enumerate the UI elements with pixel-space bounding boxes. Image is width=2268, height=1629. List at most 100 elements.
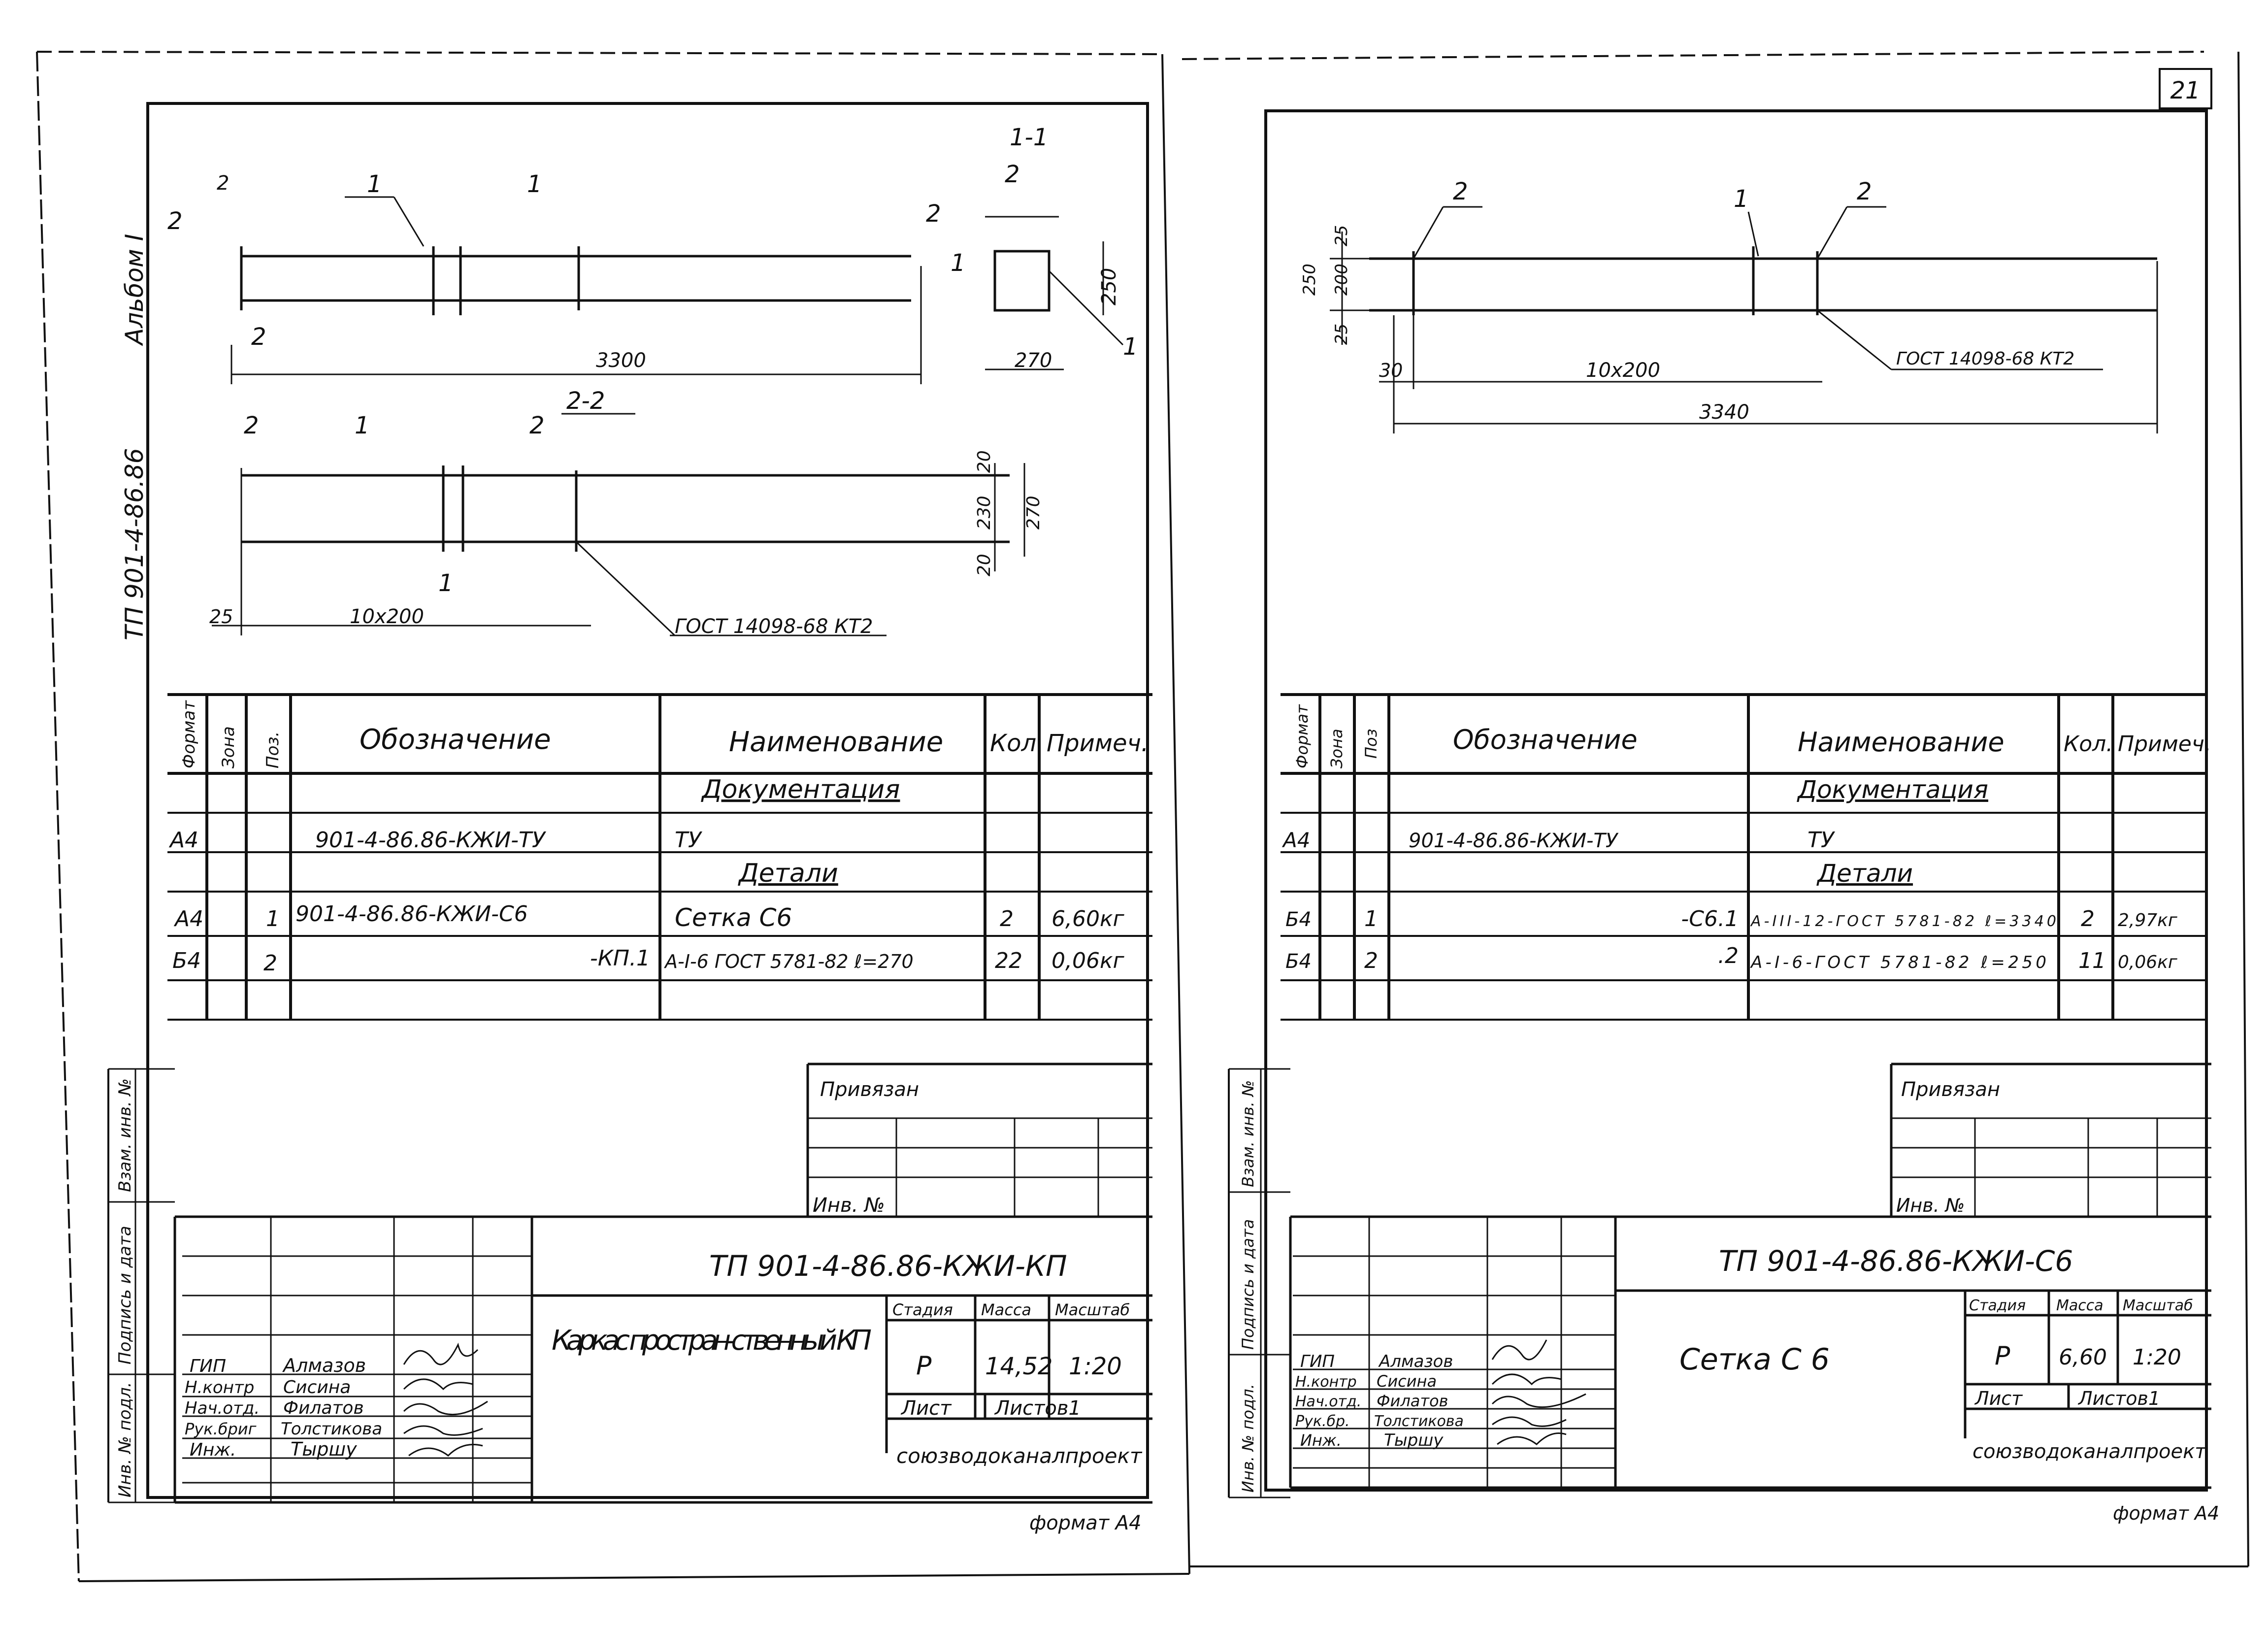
right-name: Сисина — [1377, 1372, 1437, 1391]
right-side-label: Взам. инв. № — [1239, 1080, 1257, 1187]
left-weld-note: ГОСТ 14098-68 КТ2 — [675, 615, 873, 638]
right-spec-h-zone: Зона — [1327, 729, 1346, 768]
left-format: формат А4 — [1029, 1512, 1142, 1534]
left-inv: Инв. № — [813, 1194, 885, 1217]
right-dim-25: 25 — [1332, 225, 1351, 246]
right-spec-h-note: Примеч. — [2118, 731, 2211, 757]
left-stadia-h: Стадия — [892, 1300, 953, 1319]
left-inner-frame — [146, 102, 1149, 1499]
left-name: Сисина — [283, 1377, 351, 1397]
right-stadia: Р — [1995, 1341, 2010, 1371]
left-pos-label: 2 — [529, 412, 545, 439]
left-spec-h-name: Наименование — [729, 726, 943, 758]
left-pos-label: 1 — [951, 249, 966, 277]
right-spec-h-qty: Кол. — [2064, 731, 2113, 757]
left-spec-r1-note: 6,60кг — [1052, 906, 1125, 931]
right-dim-10x200: 10x200 — [1586, 359, 1660, 382]
right-side-label: Инв. № подл. — [1239, 1384, 1257, 1493]
right-stadia-h: Стадия — [1969, 1297, 2026, 1314]
right-name: Алмазов — [1378, 1352, 1453, 1371]
right-dim-30: 30 — [1379, 360, 1403, 381]
right-listov: Листов1 — [2077, 1388, 2160, 1409]
left-stadia: Р — [916, 1351, 932, 1381]
left-side-label: Подпись и дата — [115, 1226, 135, 1364]
left-spec-h-format: Формат — [179, 700, 199, 768]
right-spec-r1-qty: 2 — [2081, 906, 2095, 931]
left-pos-label: 1 — [367, 170, 382, 198]
left-spec-group-det: Детали — [738, 859, 838, 888]
right-spec-table — [1281, 693, 2206, 1021]
right-masshtab-h: Масштаб — [2123, 1297, 2193, 1314]
left-name: Алмазов — [282, 1355, 366, 1376]
right-inner-frame — [1264, 109, 2208, 1492]
left-privyazan: Привязан — [820, 1078, 919, 1101]
left-masshtab-h: Масштаб — [1055, 1300, 1130, 1319]
left-side-label: Взам. инв. № — [115, 1078, 135, 1192]
left-pos-label: 1 — [438, 569, 454, 597]
right-inv: Инв. № — [1896, 1195, 1965, 1216]
right-pos-label: 2 — [1453, 178, 1468, 205]
right-org: союзводоканалпроект — [1972, 1440, 2207, 1463]
right-pos-label: 2 — [1857, 178, 1872, 205]
page-number-box: 21 — [2159, 68, 2212, 109]
right-spec-r2-pos: 2 — [1364, 948, 1378, 973]
right-massa: 6,60 — [2059, 1345, 2107, 1370]
left-stamp — [107, 1063, 1152, 1504]
right-spec-h-desig: Обозначение — [1453, 724, 1638, 755]
left-name: Толстикова — [281, 1419, 382, 1439]
left-dim-3300: 3300 — [596, 349, 646, 372]
left-spec-r2-qty: 22 — [995, 948, 1022, 973]
left-spec-r1-name: Сетка С6 — [675, 903, 792, 932]
left-massa: 14,52 — [985, 1353, 1052, 1380]
left-name: Тыршу — [291, 1438, 357, 1460]
left-pos-label: 2 — [217, 172, 229, 195]
right-privyazan: Привязан — [1901, 1078, 2000, 1101]
left-listov: Листов1 — [994, 1397, 1081, 1420]
left-spec-r1-pos: 1 — [266, 906, 280, 931]
left-album: Альбом I — [120, 234, 149, 346]
left-spec-group-doc: Документация — [701, 775, 900, 804]
right-spec-r0-fmt: А4 — [1282, 828, 1310, 852]
left-section-1-1-label: 1-1 — [1010, 124, 1048, 151]
right-spec-r2-name: А-І-6-ГОСТ 5781-82 ℓ=250 — [1750, 953, 2046, 972]
right-stamp-code: ТП 901-4-86.86-КЖИ-С6 — [1719, 1244, 2073, 1278]
left-dim-10x200: 10x200 — [350, 605, 424, 628]
left-elevation-2-2 — [212, 413, 1025, 636]
right-spec-r2-fmt: Б4 — [1285, 950, 1312, 973]
left-dim-250: 250 — [1098, 268, 1120, 305]
page-number: 21 — [2170, 77, 2200, 104]
left-side-code: ТП 901-4-86.86 — [120, 448, 149, 640]
left-spec-h-qty: Кол. — [990, 730, 1044, 757]
right-masshtab: 1:20 — [2133, 1345, 2181, 1370]
left-spec-r1-desig: 901-4-86.86-КЖИ-С6 — [296, 901, 528, 927]
right-spec-r2-note: 0,06кг — [2118, 952, 2178, 972]
left-masshtab: 1:20 — [1069, 1353, 1122, 1380]
right-plan-view — [1330, 206, 2158, 433]
left-pos-label: 2 — [251, 323, 266, 351]
right-dim-25: 25 — [1332, 324, 1351, 345]
sheet-frames — [36, 51, 2249, 1582]
right-sheet: 2 1 2 25 200 25 250 30 10x200 3340 ГОСТ … — [1228, 109, 2219, 1524]
right-spec-group-doc: Документация — [1797, 775, 1988, 804]
right-signatures — [1491, 1339, 1586, 1445]
left-spec-h-zone: Зона — [219, 726, 238, 768]
left-dim-270: 270 — [1023, 496, 1044, 530]
right-spec-r0-name: ТУ — [1808, 828, 1836, 853]
left-stamp-code: ТП 901-4-86.86-КЖИ-КП — [709, 1249, 1067, 1283]
left-pos-label: 2 — [244, 412, 259, 439]
left-pos-label: 2 — [926, 200, 941, 228]
left-signatures — [403, 1342, 488, 1457]
left-sheet: ТП 901-4-86.86 Альбом I 1-1 2 — [107, 102, 1152, 1534]
right-role: ГИП — [1300, 1352, 1335, 1371]
right-spec-r1-desig: -С6.1 — [1681, 906, 1739, 931]
right-spec-r1-fmt: Б4 — [1285, 908, 1312, 931]
right-spec-h-name: Наименование — [1798, 727, 2005, 758]
left-spec-r2-name: А-І-6 ГОСТ 5781-82 ℓ=270 — [663, 951, 914, 972]
right-format: формат А4 — [2113, 1502, 2219, 1524]
left-pos-label: 1 — [1123, 333, 1138, 361]
left-spec-table — [167, 693, 1152, 1021]
left-role: Рук.бриг — [185, 1420, 257, 1438]
right-spec-r2-desig: .2 — [1718, 943, 1739, 968]
left-pos-label: 2 — [167, 207, 183, 235]
